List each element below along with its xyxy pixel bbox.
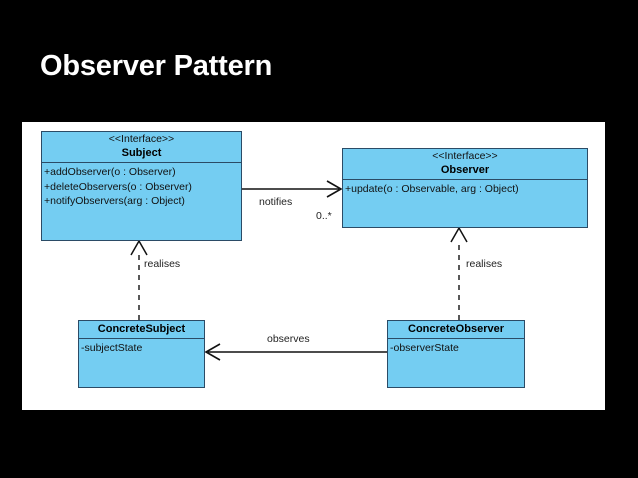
edge-multiplicity-notifies: 0..* [316,210,332,222]
edge-label-realises-subject: realises [144,258,181,270]
edge-label-notifies: notifies [259,196,293,208]
uml-class-observer[interactable]: <<Interface>> Observer +update(o : Obser… [342,148,588,228]
uml-members-subject: +addObserver(o : Observer) +deleteObserv… [42,163,241,209]
uml-member: -subjectState [81,342,143,354]
uml-member: +update(o : Observable, arg : Object) [345,183,519,195]
uml-class-header-concrete-observer: ConcreteObserver [388,321,524,339]
uml-class-header-observer: <<Interface>> Observer [343,149,587,180]
edge-label-observes: observes [267,333,310,345]
uml-class-name-concrete-subject: ConcreteSubject [97,323,186,335]
uml-class-header-subject: <<Interface>> Subject [42,132,241,163]
uml-member: +deleteObservers(o : Observer) [44,180,192,193]
uml-class-subject[interactable]: <<Interface>> Subject +addObserver(o : O… [41,131,242,241]
uml-member: +addObserver(o : Observer) [44,166,176,178]
uml-member: +notifyObservers(arg : Object) [44,195,185,207]
uml-class-name-observer: Observer [440,164,490,176]
uml-member: -observerState [390,342,459,354]
uml-class-concrete-observer[interactable]: ConcreteObserver -observerState [387,320,525,388]
uml-class-name-subject: Subject [121,147,162,159]
edge-label-realises-observer: realises [466,258,503,270]
uml-members-observer: +update(o : Observable, arg : Object) [343,180,587,197]
uml-members-concrete-observer: -observerState [388,339,524,356]
uml-diagram-canvas: notifies 0..* realises realises observes… [22,122,605,410]
uml-stereotype-subject: <<Interface>> [108,133,175,145]
edge-observes [204,343,387,361]
uml-members-concrete-subject: -subjectState [79,339,204,356]
edge-notifies [242,180,343,198]
edge-realises-subject [130,239,148,320]
page-title: Observer Pattern [40,50,273,82]
uml-stereotype-observer: <<Interface>> [432,150,498,162]
uml-class-header-concrete-subject: ConcreteSubject [79,321,204,339]
uml-class-name-concrete-observer: ConcreteObserver [408,323,504,335]
edge-realises-observer [450,226,468,320]
uml-class-concrete-subject[interactable]: ConcreteSubject -subjectState [78,320,205,388]
